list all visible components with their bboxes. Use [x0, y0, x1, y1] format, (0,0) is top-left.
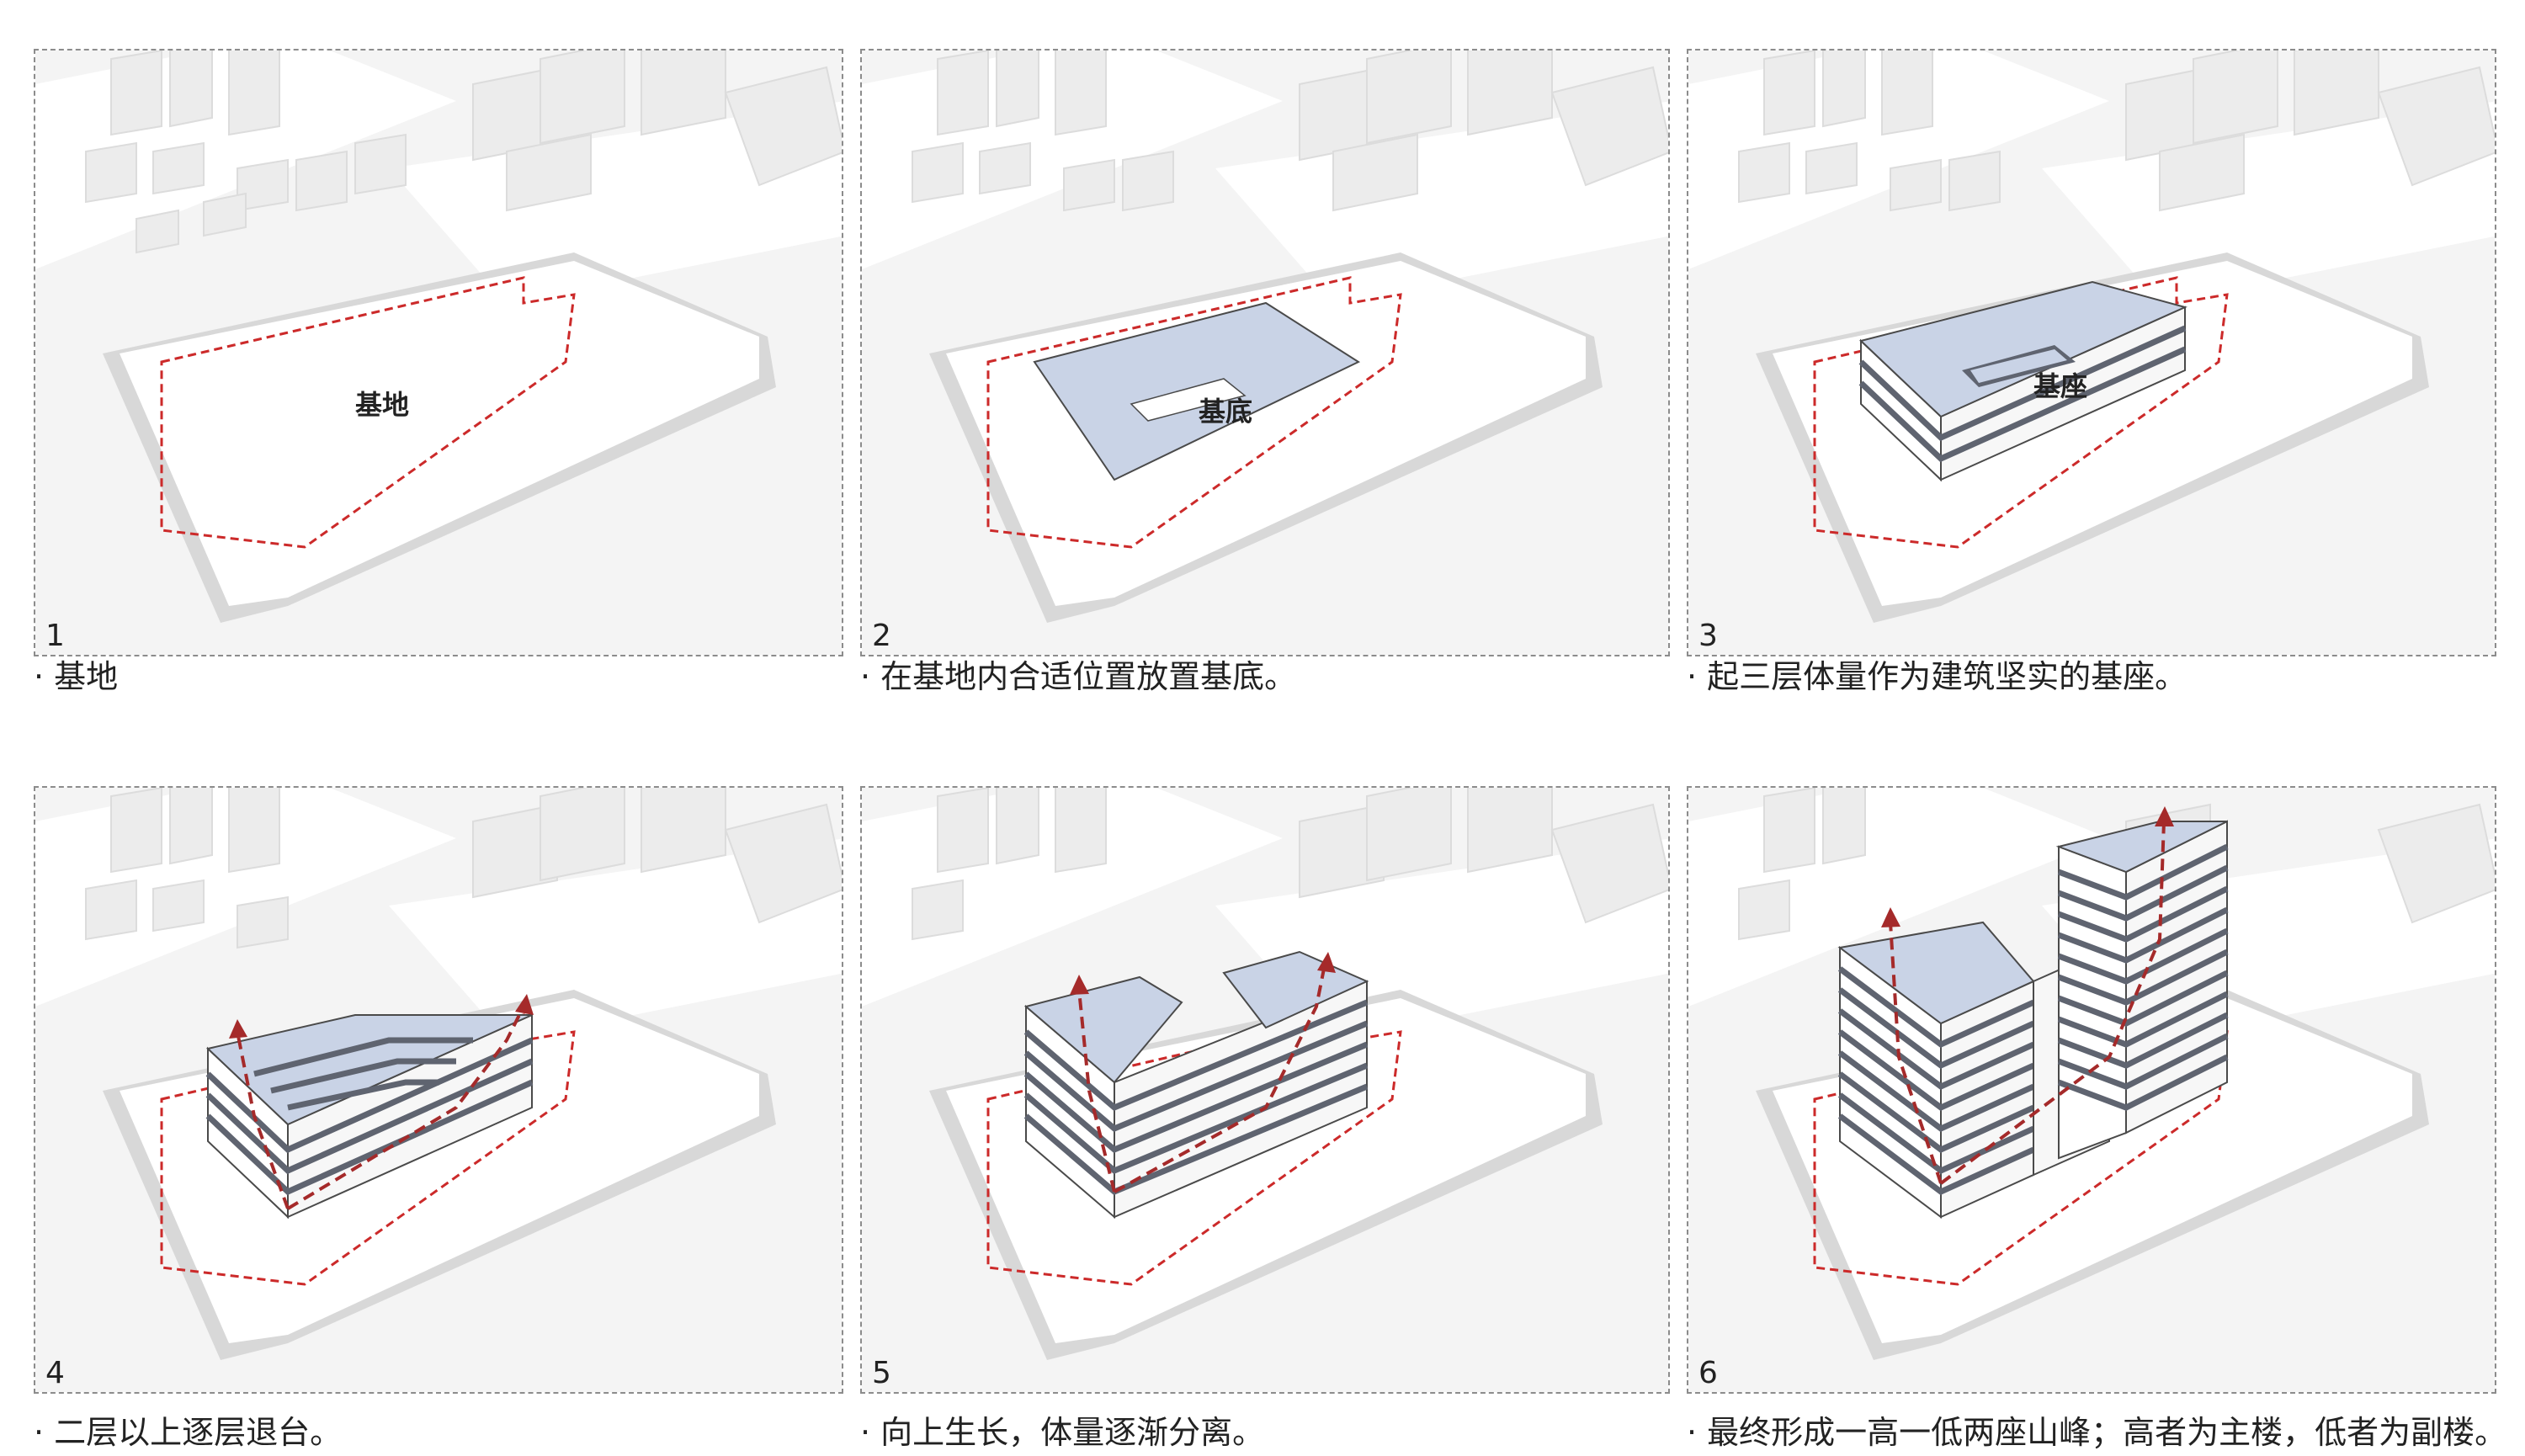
base-label: 基底	[1199, 396, 1252, 428]
site-label: 基地	[355, 389, 409, 421]
panel-3: 基座 3	[1687, 49, 2496, 656]
site-diagram-4	[35, 788, 842, 1392]
site-diagram-6	[1688, 788, 2495, 1392]
panel-6: 6	[1687, 786, 2496, 1394]
caption-3: · 起三层体量作为建筑坚实的基座。	[1687, 658, 2187, 695]
panel-4: 4	[34, 786, 843, 1394]
panel-number: 5	[872, 1356, 891, 1390]
panel-1: 基地 1	[34, 49, 843, 656]
podium-label: 基座	[2033, 370, 2087, 402]
panel-number: 4	[45, 1356, 65, 1390]
site-diagram-5	[862, 788, 1668, 1392]
caption-2: · 在基地内合适位置放置基底。	[860, 658, 1297, 695]
panel-2: 基底 2	[860, 49, 1670, 656]
site-diagram-3: 基座	[1688, 50, 2495, 655]
site-diagram-2: 基底	[862, 50, 1668, 655]
podium-volume	[1858, 280, 2187, 482]
site-diagram-1: 基地	[35, 50, 842, 655]
arrow-heads	[229, 994, 534, 1039]
low-tower	[1837, 921, 2035, 1219]
terraced-volume	[205, 1013, 534, 1220]
panel-number: 6	[1698, 1356, 1718, 1390]
panel-5: 5	[860, 786, 1670, 1394]
caption-1: · 基地	[34, 658, 119, 695]
arrow-heads	[1881, 806, 2174, 927]
high-tower	[2033, 820, 2229, 1177]
base-footprint	[1033, 301, 1361, 481]
panel-number: 2	[872, 619, 891, 653]
caption-5: · 向上生长，体量逐渐分离。	[860, 1414, 1265, 1451]
caption-4: · 二层以上逐层退台。	[34, 1414, 343, 1451]
caption-6: · 最终形成一高一低两座山峰；高者为主楼，低者为副楼。	[1687, 1414, 2507, 1451]
growth-arrows	[236, 1006, 525, 1210]
arrow-heads	[1070, 952, 1336, 995]
panel-number: 3	[1698, 619, 1718, 653]
site-ground	[103, 252, 776, 623]
growth-arrows	[1889, 821, 2166, 1185]
split-volume	[1023, 950, 1369, 1220]
growth-arrows	[1077, 964, 1326, 1193]
panel-number: 1	[45, 619, 65, 653]
